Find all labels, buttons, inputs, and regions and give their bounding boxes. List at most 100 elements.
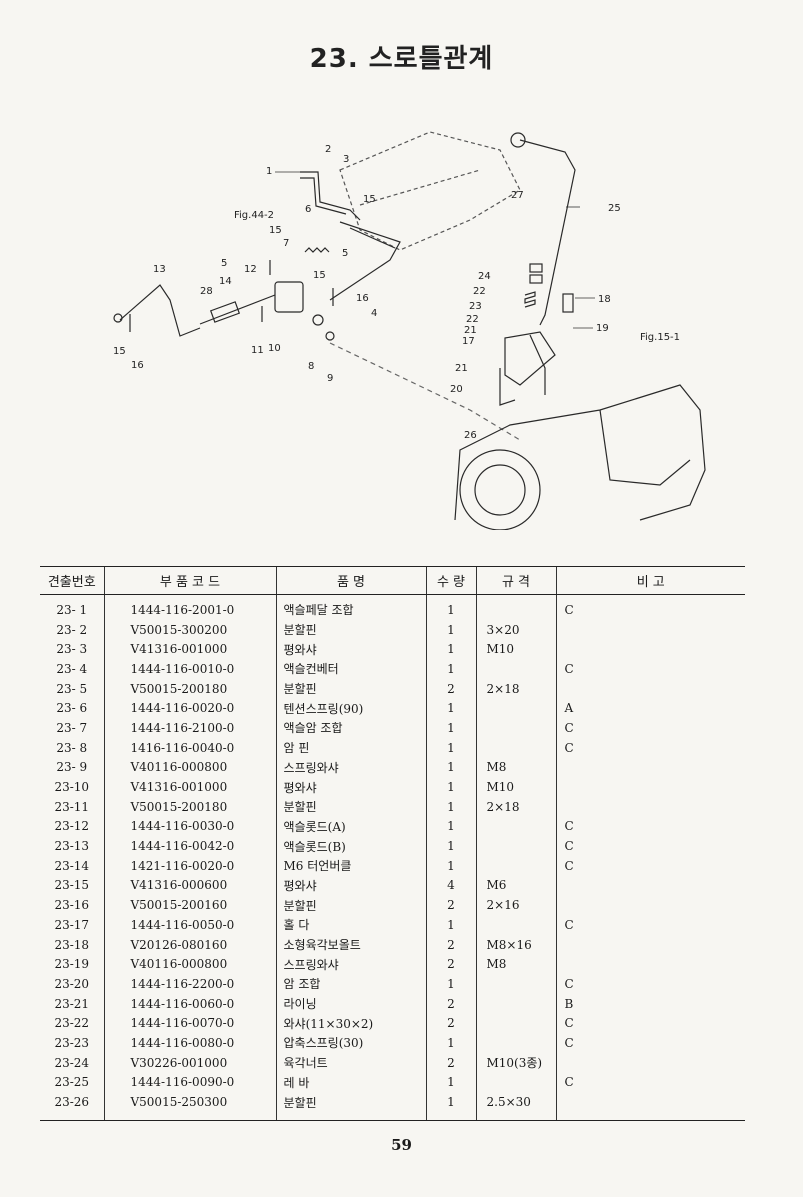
table-header-row: 견출번호 부 품 코 드 품 명 수 량 규 격 비 고 bbox=[40, 566, 745, 595]
spec-cell bbox=[475, 1013, 556, 1034]
quantity-cell: 1 bbox=[425, 594, 476, 620]
callout-5a: 5 bbox=[221, 258, 227, 269]
part-code-cell: 1444-116-2200-0 bbox=[103, 974, 276, 994]
part-code-cell: V40116-000800 bbox=[103, 954, 276, 975]
part-number-cell: 23-16 bbox=[54, 898, 90, 913]
quantity-cell: 1 bbox=[425, 974, 476, 994]
quantity-cell: 2 bbox=[425, 678, 476, 699]
callout-7: 7 bbox=[283, 238, 289, 249]
part-number-cell: 23-14 bbox=[54, 858, 90, 873]
part-name-cell: 소형육각보올트 bbox=[275, 934, 426, 955]
callout-1: 1 bbox=[266, 166, 272, 177]
quantity-cell: 1 bbox=[425, 737, 476, 758]
note-cell bbox=[555, 777, 745, 797]
part-number-cell: 23-24 bbox=[54, 1055, 90, 1070]
note-cell: C bbox=[555, 816, 745, 837]
callout-25: 25 bbox=[608, 203, 621, 214]
part-number-cell: 23-22 bbox=[54, 1016, 90, 1031]
spec-cell: 2×18 bbox=[475, 796, 556, 817]
callout-15c: 15 bbox=[313, 270, 326, 281]
part-code-cell: V50015-200180 bbox=[103, 678, 276, 699]
part-number-cell: 23-11 bbox=[54, 799, 90, 814]
part-code-cell: 1444-116-0042-0 bbox=[103, 836, 276, 856]
part-name-cell: 분할핀 bbox=[275, 796, 426, 817]
spec-cell bbox=[475, 1072, 556, 1093]
callout-18: 18 bbox=[598, 294, 611, 305]
note-cell: C bbox=[555, 974, 745, 994]
quantity-cell: 1 bbox=[425, 777, 476, 797]
part-name-cell: 액슬롯드(A) bbox=[275, 816, 426, 837]
part-name-cell: 액슬암 조합 bbox=[275, 718, 426, 738]
part-name-cell: 와샤(11×30×2) bbox=[275, 1013, 426, 1034]
callout-8: 8 bbox=[308, 361, 314, 372]
part-name-cell: 평와샤 bbox=[275, 875, 426, 896]
page-number: 59 bbox=[391, 1136, 412, 1154]
col-header-qty: 수 량 bbox=[425, 566, 476, 595]
spec-cell bbox=[475, 1033, 556, 1053]
callout-24: 24 bbox=[478, 271, 491, 282]
spec-cell bbox=[475, 993, 556, 1014]
part-name-cell: 스프링와샤 bbox=[275, 757, 426, 778]
callout-20: 20 bbox=[450, 384, 463, 395]
part-code-cell: V40116-000800 bbox=[103, 757, 276, 778]
note-cell: C bbox=[555, 1072, 745, 1093]
quantity-cell: 2 bbox=[425, 895, 476, 915]
callout-10: 10 bbox=[268, 343, 281, 354]
quantity-cell: 2 bbox=[425, 934, 476, 955]
spec-cell: M8 bbox=[475, 757, 556, 778]
part-code-cell: 1444-116-0070-0 bbox=[103, 1013, 276, 1034]
part-name-cell: 암 핀 bbox=[275, 737, 426, 758]
callout-15b: 15 bbox=[269, 225, 282, 236]
quantity-cell: 1 bbox=[425, 619, 476, 640]
note-cell bbox=[555, 796, 745, 817]
part-name-cell: 분할핀 bbox=[275, 1092, 426, 1121]
part-name-cell: 액슬롯드(B) bbox=[275, 836, 426, 856]
part-number-cell: 23- 9 bbox=[56, 760, 88, 775]
part-number-cell: 23- 1 bbox=[56, 602, 88, 617]
part-number-cell: 23-25 bbox=[54, 1075, 90, 1090]
quantity-cell: 1 bbox=[425, 816, 476, 837]
part-number-cell: 23-13 bbox=[54, 839, 90, 854]
quantity-cell: 2 bbox=[425, 993, 476, 1014]
callout-21a: 21 bbox=[464, 325, 477, 336]
part-name-cell: 분할핀 bbox=[275, 619, 426, 640]
spec-cell: 2×16 bbox=[475, 895, 556, 915]
part-name-cell: 텐션스프링(90) bbox=[275, 698, 426, 719]
quantity-cell: 1 bbox=[425, 915, 476, 935]
part-number-cell: 23-17 bbox=[54, 917, 90, 932]
part-code-cell: V50015-200180 bbox=[103, 796, 276, 817]
part-code-cell: 1444-116-0090-0 bbox=[103, 1072, 276, 1093]
callout-5b: 5 bbox=[342, 248, 348, 259]
spec-cell bbox=[475, 974, 556, 994]
spec-cell bbox=[475, 718, 556, 738]
part-code-cell: V41316-001000 bbox=[103, 639, 276, 660]
note-cell bbox=[555, 619, 745, 640]
spec-cell: M8 bbox=[475, 954, 556, 975]
callout-16a: 16 bbox=[356, 293, 369, 304]
quantity-cell: 1 bbox=[425, 718, 476, 738]
spec-cell: M10(3종) bbox=[475, 1052, 556, 1073]
quantity-cell: 2 bbox=[425, 1052, 476, 1073]
part-code-cell: V50015-200160 bbox=[103, 895, 276, 915]
callout-9: 9 bbox=[327, 373, 333, 384]
fig-ref-44-2: Fig.44-2 bbox=[234, 210, 274, 221]
part-number-cell: 23-26 bbox=[40, 1092, 104, 1121]
part-code-cell: 1444-116-0020-0 bbox=[103, 698, 276, 719]
col-header-name: 품 명 bbox=[275, 566, 426, 595]
spec-cell bbox=[475, 816, 556, 837]
note-cell bbox=[555, 1092, 745, 1121]
part-code-cell: 1421-116-0020-0 bbox=[103, 855, 276, 876]
spec-cell: 2.5×30 bbox=[475, 1092, 556, 1121]
spec-cell bbox=[475, 915, 556, 935]
part-number-cell: 23-23 bbox=[54, 1035, 90, 1050]
